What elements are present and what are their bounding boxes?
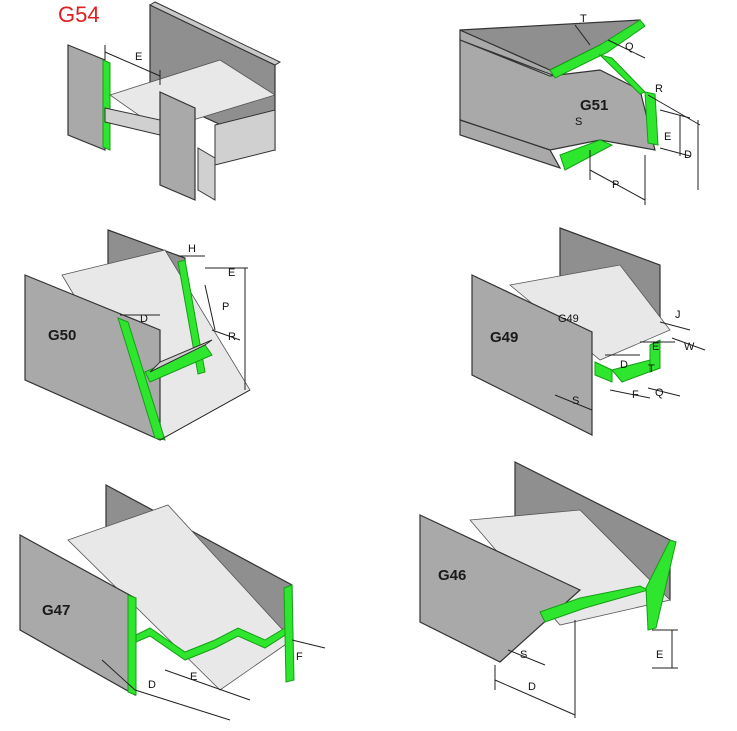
figure-g47-dim-f: F xyxy=(296,651,303,663)
figure-g50: G50 H E P R D xyxy=(24,229,251,441)
figure-g49-dim-s: S xyxy=(572,395,579,407)
figure-g49-ghost-label: G49 xyxy=(558,313,579,325)
figure-g51-dim-s: S xyxy=(575,116,582,128)
figure-g49-dim-e: E xyxy=(652,341,659,353)
figure-g46-dim-s: S xyxy=(520,649,527,661)
figure-g51-dim-e: E xyxy=(664,131,671,143)
figure-g51-dim-t: T xyxy=(580,13,587,25)
figure-g47-dim-e: E xyxy=(190,671,197,683)
figure-g50-dim-e: E xyxy=(228,267,235,279)
figure-g54: G54 E xyxy=(58,1,282,201)
figure-g51-dim-q: Q xyxy=(625,41,634,53)
figure-g49: G49 G49 J E W D T S F Q xyxy=(471,227,706,436)
figure-g47: G47 D E F xyxy=(19,483,326,721)
figure-g47-dim-d: D xyxy=(148,679,156,691)
figure-g50-dim-h: H xyxy=(188,243,196,255)
figure-g51-dim-p: P xyxy=(612,179,619,191)
figure-g51-dim-d: D xyxy=(684,149,692,161)
figure-g50-dim-d: D xyxy=(140,313,148,325)
figure-g49-dim-j: J xyxy=(675,309,681,321)
figure-g49-dim-d: D xyxy=(620,359,628,371)
figure-g51-dim-r: R xyxy=(655,83,663,95)
figure-g49-label: G49 xyxy=(490,329,518,346)
figure-g49-dim-t: T xyxy=(648,363,655,375)
figure-g50-label: G50 xyxy=(48,327,76,344)
figure-g49-dim-q: Q xyxy=(655,387,664,399)
figure-g54-label: G54 xyxy=(58,2,100,27)
figure-g46-label: G46 xyxy=(438,567,466,584)
figure-g51: G51 T Q R E D S P xyxy=(459,13,701,205)
figure-g50-dim-p: P xyxy=(222,301,229,313)
figure-g47-label: G47 xyxy=(42,602,70,619)
figure-g54-dim-e: E xyxy=(135,51,142,63)
figure-g46-dim-e: E xyxy=(656,649,663,661)
figure-g46-dim-d: D xyxy=(528,681,536,693)
figure-g49-dim-w: W xyxy=(684,341,695,353)
figure-g46: G46 S D E xyxy=(419,461,678,718)
figure-g51-label: G51 xyxy=(580,97,608,114)
